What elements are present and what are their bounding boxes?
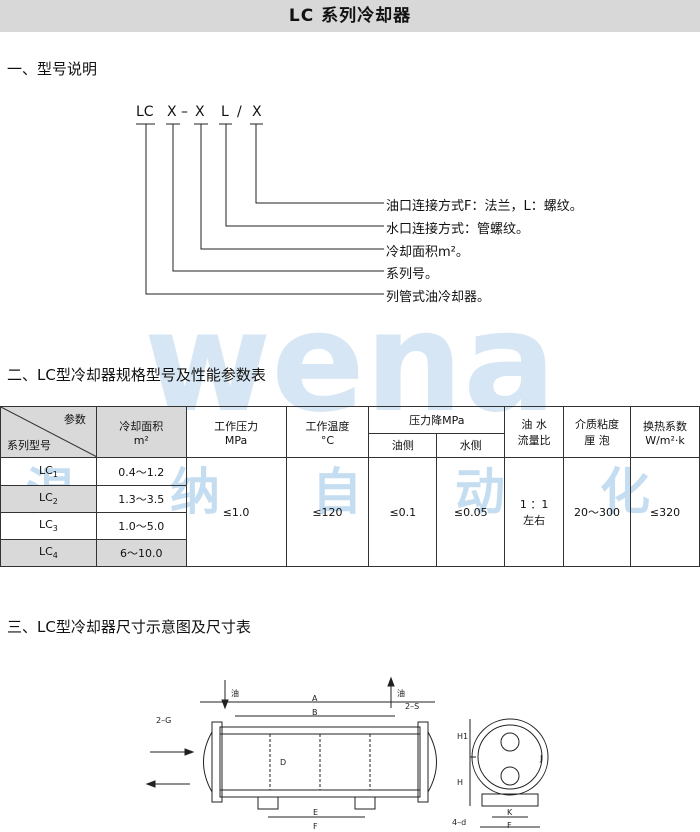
visc-label-1: 介质粘度 [575, 418, 620, 431]
water-drop-value: ≤0.05 [436, 457, 506, 567]
code-slash: / [237, 104, 242, 120]
code-lc: LC [136, 104, 154, 120]
heat-label-1: 换热系数 [642, 419, 687, 433]
section2-heading: 二、LC型冷却器规格型号及性能参数表 [7, 366, 266, 384]
label-2-g: 2–G [156, 716, 172, 725]
col-area: 冷却面积 m² [95, 406, 187, 458]
ratio-value: 1 ：1 左右 [504, 457, 565, 567]
col-pressure: 工作压力 MPa [185, 406, 287, 458]
label-oil-out: 油 [397, 689, 405, 698]
label-oil-in: 油 [231, 689, 239, 698]
col-viscosity: 介质粘度 厘 泡 [563, 406, 631, 458]
corner-cell: 参数 系列型号 [0, 406, 97, 458]
pressure-value: ≤1.0 [185, 457, 287, 567]
label-dim-f: F [313, 822, 318, 831]
code-x1: X [167, 104, 177, 120]
desc-water-port: 水口连接方式：管螺纹。 [386, 222, 530, 237]
temp-value: ≤120 [285, 457, 370, 567]
label-dim-j: J [540, 754, 543, 763]
label-dim-h: H [457, 778, 464, 787]
label-dim-a: A [312, 694, 318, 703]
label-dim-d: D [280, 758, 287, 767]
label-dim-k: K [507, 808, 513, 817]
model-cell: LC4 [0, 539, 97, 567]
visc-label-2: 厘 泡 [584, 434, 610, 447]
model-sub: 2 [52, 497, 58, 507]
oil-drop-value: ≤0.1 [368, 457, 438, 567]
code-x3: X [252, 104, 262, 120]
model-cell: LC3 [0, 512, 97, 540]
model-sub: 1 [52, 470, 58, 480]
model-sub: 4 [52, 551, 58, 561]
page-title: LC 系列冷却器 [0, 0, 700, 32]
table-row: LC2 1.3～3.5 [0, 485, 700, 513]
ratio-label-1: 油 水 [521, 418, 547, 431]
area-label: 冷却面积 [119, 419, 164, 433]
area-cell: 0.4～1.2 [95, 457, 187, 486]
col-water-side: 水侧 [436, 432, 506, 459]
code-l: L [221, 104, 229, 120]
col-oil-side: 油侧 [368, 432, 438, 459]
label-2-s: 2–S [405, 702, 420, 711]
model-label: LC [38, 518, 53, 532]
pressure-label: 工作压力 [214, 419, 259, 433]
section3-heading: 三、LC型冷却器尺寸示意图及尺寸表 [7, 618, 251, 636]
temp-label: 工作温度 [305, 419, 350, 433]
label-4-d: 4–d [452, 818, 467, 827]
model-label: LC [38, 491, 53, 505]
table-row: LC1 0.4～1.2 ≤1.0 ≤120 ≤0.1 ≤0.05 1 ：1 左右… [0, 457, 700, 567]
model-sub: 3 [52, 524, 58, 534]
desc-type: 列管式油冷却器。 [386, 290, 491, 305]
viscosity-value: 20～300 [563, 457, 631, 567]
table-row: LC4 6～10.0 [0, 539, 700, 567]
model-cell: LC2 [0, 485, 97, 513]
model-cell: LC1 [0, 457, 97, 486]
label-dim-h1: H1 [457, 732, 469, 741]
code-dash: – [181, 104, 188, 120]
heat-label-2: W/m²·k [645, 433, 685, 447]
area-cell: 6～10.0 [95, 539, 187, 567]
label-dim-e: E [313, 808, 319, 817]
desc-area: 冷却面积m²。 [386, 245, 469, 260]
corner-top-label: 参数 [63, 413, 86, 426]
ratio-value-1: 1 ：1 [519, 498, 549, 511]
pressure-unit: MPa [224, 433, 248, 447]
model-label: LC [38, 463, 53, 477]
table-row: LC3 1.0～5.0 [0, 512, 700, 540]
desc-oil-port: 油口连接方式F：法兰，L：螺纹。 [386, 199, 583, 214]
cooler-drawing [145, 676, 549, 828]
col-ratio: 油 水 流量比 [504, 406, 565, 458]
col-pressure-drop: 压力降MPa [368, 406, 506, 434]
spec-table: 参数 系列型号 冷却面积 m² 工作压力 MPa 工作温度 °C 压力降MPa … [0, 406, 700, 567]
model-label: LC [38, 545, 53, 559]
section1-heading: 一、型号说明 [7, 60, 98, 78]
code-x2: X [195, 104, 205, 120]
ratio-value-2: 左右 [523, 514, 546, 527]
corner-bottom-label: 系列型号 [7, 439, 51, 452]
temp-unit: °C [320, 433, 335, 447]
col-temp: 工作温度 °C [285, 406, 370, 458]
ratio-label-2: 流量比 [517, 434, 551, 447]
col-heat: 换热系数 W/m²·k [629, 406, 700, 458]
label-dim-f2: F [507, 821, 512, 830]
area-cell: 1.3～3.5 [95, 485, 187, 513]
desc-series: 系列号。 [386, 267, 439, 282]
label-dim-b: B [312, 708, 318, 717]
heat-value: ≤320 [629, 457, 700, 567]
area-unit: m² [133, 433, 149, 447]
area-cell: 1.0～5.0 [95, 512, 187, 540]
